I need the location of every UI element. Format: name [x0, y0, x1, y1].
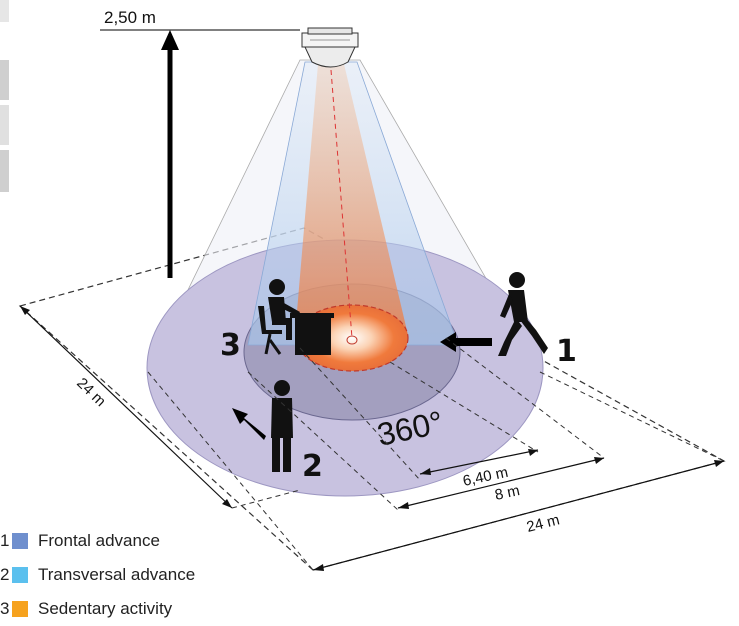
legend-label: Transversal advance	[38, 565, 196, 584]
zone-1-label: 1	[556, 334, 577, 369]
legend-num: 2	[0, 565, 10, 584]
zone-3-label: 3	[220, 328, 241, 363]
dim-ext-5	[539, 371, 725, 462]
dim-side-label: 24 m	[73, 375, 109, 410]
ceiling-sensor-icon	[301, 27, 359, 68]
legend-swatch-blue	[12, 533, 28, 549]
legend-swatch-orange	[12, 601, 28, 617]
dim-ext-1	[389, 361, 539, 453]
height-arrowhead	[161, 30, 179, 50]
dim-ext-2	[299, 347, 421, 481]
dim-ext-4	[247, 371, 399, 511]
dim-middle-label: 8 m	[493, 482, 521, 504]
sedentary-cone	[295, 64, 408, 335]
dim-line-outer	[312, 460, 725, 571]
side-tab-4	[0, 150, 9, 192]
legend-item-sedentary: 3 Sedentary activity	[0, 592, 260, 626]
seated-person-icon	[258, 279, 334, 355]
walking-person-icon	[498, 272, 548, 356]
legend-swatch-cyan	[12, 567, 28, 583]
side-tab-2	[0, 60, 9, 100]
transversal-approach-arrow	[232, 408, 266, 440]
dim-line-side	[19, 305, 233, 509]
legend-item-frontal: 1 Frontal advance	[0, 524, 260, 558]
sensor-center-mark	[346, 335, 358, 345]
frontal-approach-arrow	[440, 332, 492, 352]
legend: 1 Frontal advance 2 Transversal advance …	[0, 524, 260, 626]
zone-2-label: 2	[302, 449, 323, 484]
dim-ext-3	[445, 337, 605, 459]
side-tab-3	[0, 105, 9, 145]
legend-num: 1	[0, 531, 10, 550]
dim-outer-label: 24 m	[525, 511, 561, 536]
legend-label: Sedentary activity	[38, 599, 173, 618]
dim-side-ext	[231, 489, 301, 509]
legend-label: Frontal advance	[38, 531, 160, 550]
dim-ext-6	[147, 371, 314, 571]
height-label: 2,50 m	[104, 8, 156, 27]
standing-person-icon	[271, 380, 293, 472]
dim-line-inner	[419, 449, 539, 475]
side-tab-1	[0, 0, 9, 22]
legend-item-transversal: 2 Transversal advance	[0, 558, 260, 592]
legend-num: 3	[0, 599, 10, 618]
dim-line-middle	[397, 457, 605, 509]
